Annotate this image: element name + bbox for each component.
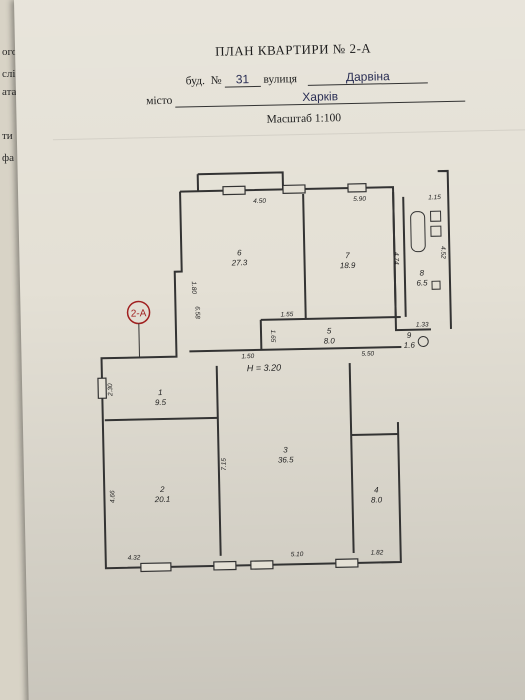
dimension: 4.74 xyxy=(392,252,399,265)
room-number: 5 xyxy=(327,326,332,335)
room-area: 20.1 xyxy=(154,495,171,504)
bathroom-fixtures xyxy=(410,210,442,348)
city-label: місто xyxy=(146,94,173,108)
fragment-text: слі xyxy=(2,68,16,80)
apartment-plan: 2-А Н = 3.20 6 27.3 7 18.9 8 6.5 5 8.0 9… xyxy=(57,150,507,629)
sheet-fold xyxy=(52,128,525,141)
building-label: буд. xyxy=(185,75,206,88)
room-number: 8 xyxy=(419,268,424,277)
apartment-marker-label: 2-А xyxy=(131,308,147,319)
fragment-text: ата xyxy=(2,86,17,98)
scale-text: Масштаб 1:100 xyxy=(266,112,342,126)
city-name: Харків xyxy=(175,86,466,108)
dimension: 2.30 xyxy=(107,383,114,397)
apartment-marker: 2-А xyxy=(126,300,151,358)
street-label: вулиця xyxy=(263,73,298,86)
fragment-text: ого xyxy=(2,46,18,58)
fragment-text: ти xyxy=(2,130,13,142)
room-area: 9.5 xyxy=(155,398,167,407)
dimension: 4.66 xyxy=(109,490,116,503)
room-number: 1 xyxy=(158,388,163,397)
dimension: 4.32 xyxy=(128,554,141,561)
room-number: 4 xyxy=(374,485,379,494)
dimension: 1.65 xyxy=(269,330,276,343)
dimension-labels: 4.50 5.90 1.15 1.80 6.58 4.74 4.52 1.55 … xyxy=(107,194,446,562)
room-area: 8.0 xyxy=(371,495,383,504)
dimension: 4.52 xyxy=(439,246,446,259)
plan-drawing: 2-А Н = 3.20 6 27.3 7 18.9 8 6.5 5 8.0 9… xyxy=(97,169,452,573)
dimension: 1.50 xyxy=(241,353,254,360)
room-area: 18.9 xyxy=(340,261,356,270)
dimension: 5.50 xyxy=(361,351,374,358)
room-area: 27.3 xyxy=(231,258,248,267)
dimension: 6.58 xyxy=(193,306,200,319)
room-number: 6 xyxy=(237,248,242,257)
dimension: 1.80 xyxy=(190,281,197,294)
building-number: 31 xyxy=(224,71,261,88)
document-title: ПЛАН КВАРТИРИ № 2-А xyxy=(214,40,372,59)
windows xyxy=(97,183,367,573)
room-area: 6.5 xyxy=(416,278,428,287)
room-area: 8.0 xyxy=(324,336,336,345)
address-line: буд. № 31 вулиця Дарвіна xyxy=(186,68,428,88)
dimension: 7.15 xyxy=(221,458,228,471)
ceiling-height: Н = 3.20 xyxy=(247,362,281,373)
fragment-text: фа xyxy=(2,152,15,164)
room-number: 7 xyxy=(345,251,350,260)
city-line: місто Харків xyxy=(146,86,466,109)
dimension: 5.10 xyxy=(291,551,304,558)
dimension: 1.82 xyxy=(371,549,384,556)
floor-plan-sheet: ПЛАН КВАРТИРИ № 2-А буд. № 31 вулиця Дар… xyxy=(14,0,525,700)
room-area: 36.5 xyxy=(278,455,294,464)
room-labels: 6 27.3 7 18.9 8 6.5 5 8.0 9 1.6 1 9.5 2 … xyxy=(154,248,429,504)
room-number: 2 xyxy=(159,485,165,494)
street-name: Дарвіна xyxy=(307,68,428,86)
dimension: 4.50 xyxy=(253,198,266,205)
room-number: 3 xyxy=(283,445,288,454)
number-label: № xyxy=(210,74,222,87)
room-area: 1.6 xyxy=(404,341,416,350)
opening-line xyxy=(352,513,355,554)
dimension: 1.33 xyxy=(416,321,429,328)
dimension: 1.55 xyxy=(281,311,294,318)
room-number: 9 xyxy=(407,331,412,340)
dimension: 1.15 xyxy=(428,194,441,201)
dimension: 5.90 xyxy=(353,196,366,203)
